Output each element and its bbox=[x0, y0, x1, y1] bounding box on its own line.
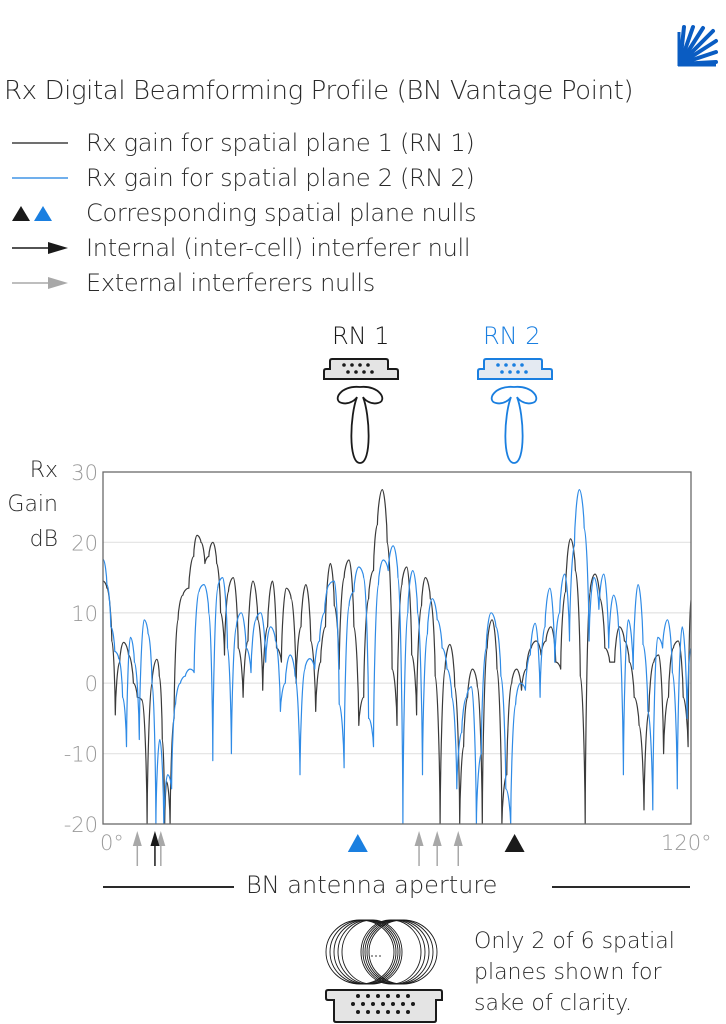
external-interferer-null-arrow-icon bbox=[432, 831, 442, 866]
external-interferer-null-arrow-icon bbox=[132, 831, 142, 866]
series-rn2-line bbox=[103, 489, 691, 824]
aperture-label: BN antenna aperture bbox=[246, 871, 498, 899]
rn2-antenna-beam-icon bbox=[477, 358, 553, 464]
rn1-spatial-null-triangle-icon bbox=[504, 834, 525, 852]
x-start-label: 0° bbox=[100, 831, 124, 855]
y-tick-label: 20 bbox=[71, 531, 98, 555]
rn2-label: RN 2 bbox=[483, 322, 541, 350]
chart-series bbox=[103, 489, 691, 824]
y-tick-label: -20 bbox=[64, 813, 98, 837]
note-line-2: planes shown for bbox=[474, 960, 662, 985]
chart-title: Rx Digital Beamforming Profile (BN Vanta… bbox=[4, 76, 634, 106]
rn1-antenna-beam-icon bbox=[323, 358, 399, 464]
y-tick-labels: -20 -10 0 10 20 30 bbox=[64, 461, 98, 837]
rn2-spatial-null-triangle-icon bbox=[347, 834, 368, 852]
beamforming-chart: -20 -10 0 10 20 30 bbox=[64, 461, 692, 866]
x-end-label: 120° bbox=[661, 831, 712, 855]
clarity-note: Only 2 of 6 spatial planes shown for sak… bbox=[474, 926, 675, 1019]
legend-label: Rx gain for spatial plane 1 (RN 1) bbox=[86, 129, 475, 157]
aperture-line-left bbox=[103, 886, 234, 888]
legend-label: External interferers nulls bbox=[86, 269, 375, 297]
y-tick-label: -10 bbox=[64, 743, 98, 767]
external-interferer-null-arrow-icon bbox=[453, 831, 463, 866]
plot-frame bbox=[102, 471, 692, 825]
series-rn1-line bbox=[103, 489, 691, 824]
rn1-label: RN 1 bbox=[332, 322, 390, 350]
y-axis-label-line2: Gain bbox=[7, 492, 58, 517]
legend-label: Rx gain for spatial plane 2 (RN 2) bbox=[86, 164, 475, 192]
external-interferer-null-arrow-icon bbox=[414, 831, 424, 866]
y-tick-label: 10 bbox=[71, 602, 98, 626]
blue-line-swatch-icon bbox=[12, 177, 68, 179]
legend-item-nulls: Corresponding spatial plane nulls bbox=[10, 196, 477, 230]
black-line-swatch-icon bbox=[12, 142, 68, 144]
legend-item-rn2: Rx gain for spatial plane 2 (RN 2) bbox=[10, 161, 475, 195]
external-interferer-null-arrow-icon bbox=[156, 831, 166, 866]
legend-item-internal: Internal (inter-cell) interferer null bbox=[10, 231, 471, 265]
note-line-3: sake of clarity. bbox=[474, 991, 632, 1016]
y-axis-label-line1: Rx bbox=[29, 458, 58, 483]
legend-label: Corresponding spatial plane nulls bbox=[86, 199, 477, 227]
y-tick-label: 0 bbox=[85, 672, 98, 696]
internal-interferer-null-arrow-icon bbox=[150, 831, 160, 866]
bn-antenna-multibeam-icon bbox=[325, 919, 443, 1023]
gray-arrow-icon bbox=[12, 277, 68, 289]
legend-item-external: External interferers nulls bbox=[10, 266, 375, 300]
legend-item-rn1: Rx gain for spatial plane 1 (RN 1) bbox=[10, 126, 475, 160]
y-tick-label: 30 bbox=[71, 461, 98, 485]
y-axis-label-line3: dB bbox=[29, 527, 58, 552]
aperture-line-right bbox=[552, 886, 690, 888]
triangle-pair-icon bbox=[12, 206, 52, 221]
fan-rays-logo-icon bbox=[677, 25, 718, 67]
black-arrow-icon bbox=[12, 242, 68, 254]
legend-label: Internal (inter-cell) interferer null bbox=[86, 234, 471, 262]
note-line-1: Only 2 of 6 spatial bbox=[474, 929, 675, 954]
null-markers bbox=[132, 831, 525, 866]
